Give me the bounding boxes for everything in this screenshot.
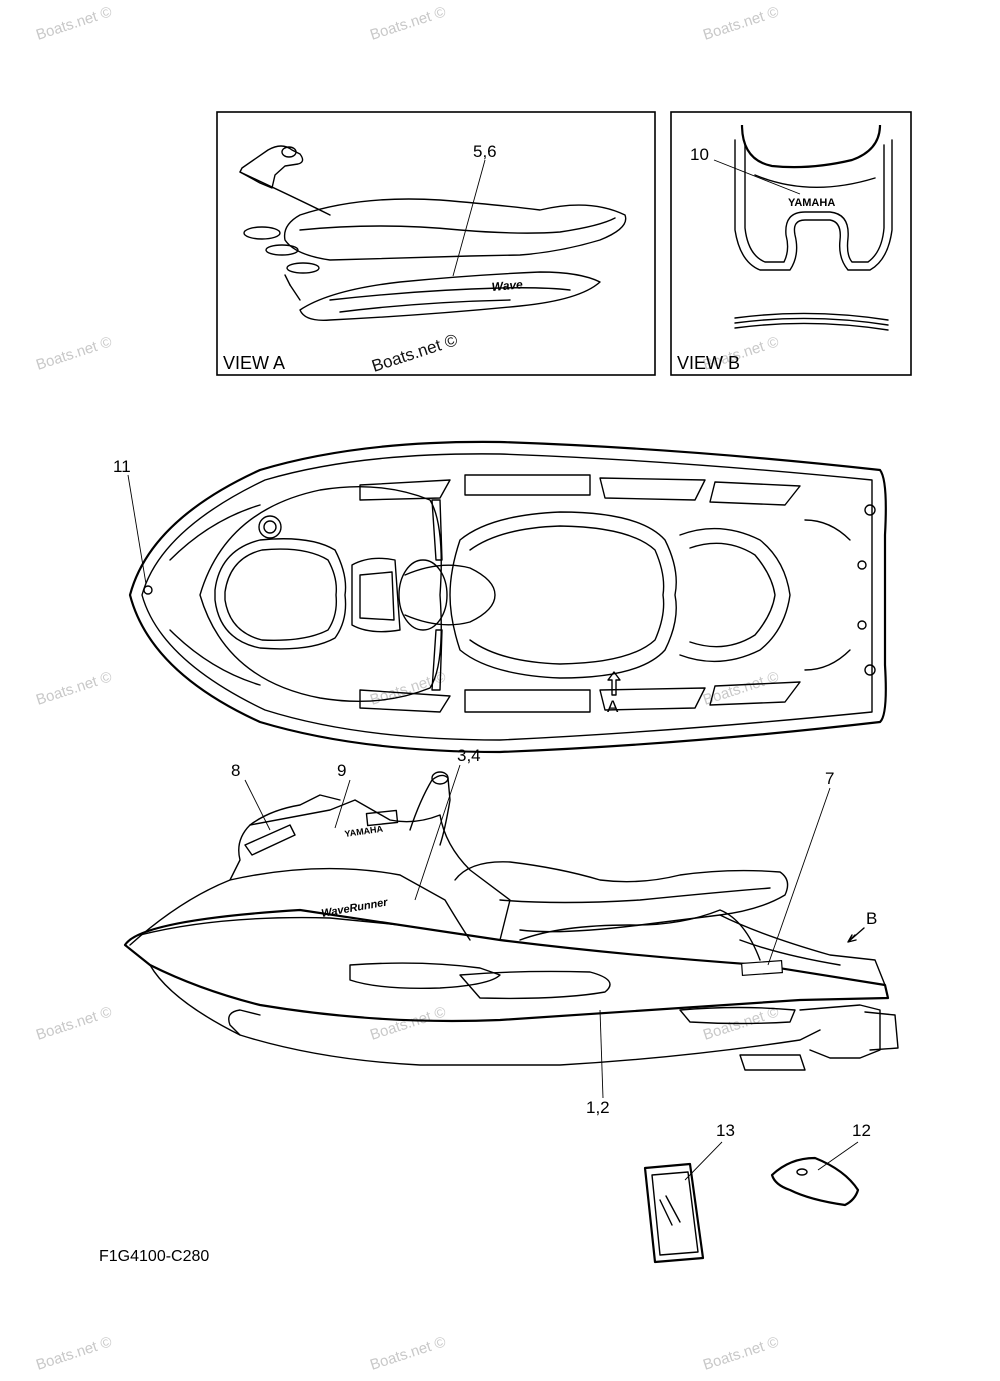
watermark: Boats.net © — [701, 3, 781, 43]
side-view-drawing: YAMAHA WaveRunner B 8 9 3,4 7 1,2 — [123, 746, 899, 1117]
callout-11: 11 — [113, 457, 131, 476]
watermark: Boats.net © — [34, 333, 114, 373]
yamaha-logo: YAMAHA — [344, 824, 384, 839]
top-view-drawing: A 11 — [113, 440, 887, 754]
callout-5-6: 5,6 — [473, 142, 497, 161]
leader-line — [713, 159, 801, 195]
view-b-arrow-label: B — [866, 909, 877, 928]
leader-line — [452, 159, 486, 277]
watermark: Boats.net © — [369, 330, 460, 376]
leader-line — [767, 787, 831, 966]
leader-line — [127, 474, 147, 585]
leader-line — [599, 1009, 604, 1099]
callout-3-4: 3,4 — [457, 746, 481, 765]
view-a-label: VIEW A — [223, 353, 285, 373]
watermark: Boats.net © — [34, 1333, 114, 1373]
yamaha-logo: YAMAHA — [788, 197, 835, 209]
callout-10: 10 — [690, 145, 709, 164]
watermark: Boats.net © — [34, 3, 114, 43]
view-a-panel: Wave 5,6 VIEW A Boats.net © — [216, 111, 656, 376]
part-13-card: 13 — [643, 1121, 735, 1264]
callout-7: 7 — [825, 769, 834, 788]
watermark: Boats.net © — [368, 3, 448, 43]
leader-line — [244, 779, 271, 831]
callout-8: 8 — [231, 761, 240, 780]
svg-text:Wave: Wave — [491, 277, 524, 294]
leader-line — [334, 779, 351, 829]
callout-1-2: 1,2 — [586, 1098, 610, 1117]
watermark: Boats.net © — [368, 1003, 448, 1043]
callout-12: 12 — [852, 1121, 871, 1140]
view-b-panel: YAMAHA 10 VIEW B — [670, 111, 912, 376]
watermark: Boats.net © — [701, 1333, 781, 1373]
leader-line — [414, 764, 461, 901]
leader-line — [684, 1141, 723, 1181]
view-a-arrow-label: A — [607, 697, 619, 716]
svg-text:WaveRunner: WaveRunner — [320, 896, 389, 920]
watermark: Boats.net © — [34, 1003, 114, 1043]
view-b-frame — [670, 111, 912, 376]
view-a-frame — [216, 111, 656, 376]
watermark: Boats.net © — [34, 668, 114, 708]
watermark: Boats.net © — [368, 1333, 448, 1373]
leader-line — [817, 1141, 859, 1171]
callout-13: 13 — [716, 1121, 735, 1140]
callout-9: 9 — [337, 761, 346, 780]
figure-code: F1G4100-C280 — [99, 1248, 209, 1265]
view-b-label: VIEW B — [677, 353, 740, 373]
part-12-tag: 12 — [770, 1121, 871, 1207]
